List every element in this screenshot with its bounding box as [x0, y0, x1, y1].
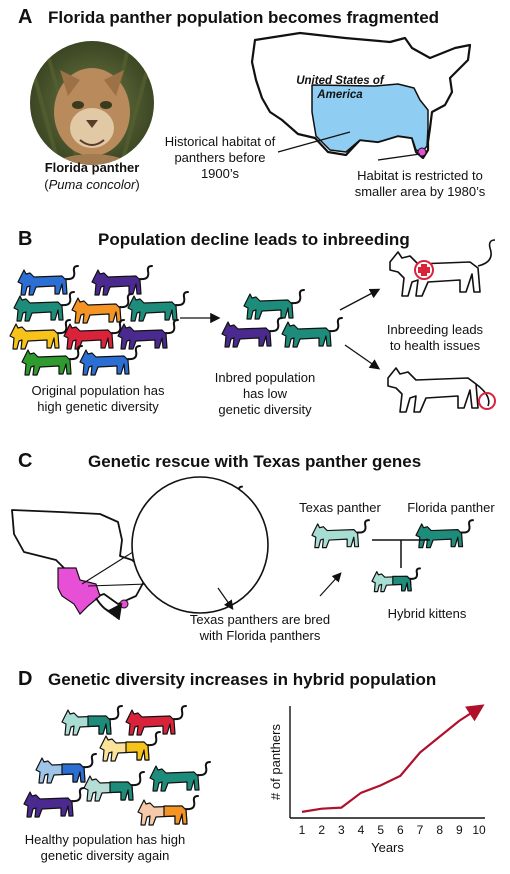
- photo-caption-species-italic: Puma concolor: [48, 177, 136, 192]
- panel-d-title: Genetic diversity increases in hybrid po…: [48, 670, 437, 689]
- hybrid-kitten: [371, 567, 422, 593]
- hybrid-panther-4: [35, 753, 97, 784]
- florida-panther: [415, 519, 475, 549]
- x-tick-label: 7: [417, 823, 424, 837]
- inbred-panther-purple: [221, 317, 283, 348]
- panther-orange: [71, 293, 133, 324]
- panther-blue-2: [79, 345, 141, 376]
- panel-c-title: Genetic rescue with Texas panther genes: [88, 452, 422, 471]
- hybrid-panther-6: [149, 761, 211, 792]
- hybrid-panther-3: [99, 731, 161, 762]
- health-issues-label-2: to health issues: [389, 338, 481, 353]
- bred-label-2: with Florida panthers: [199, 628, 321, 643]
- y-axis-label: # of panthers: [268, 724, 283, 800]
- hybrid-panther-2: [125, 705, 187, 736]
- historical-habitat-label-2: panthers before: [174, 150, 266, 165]
- x-tick-label: 1: [299, 823, 306, 837]
- sick-panther-outline-2: [387, 367, 490, 413]
- hybrid-panther-1: [61, 705, 123, 736]
- panther-green: [21, 345, 83, 376]
- x-tick-label: 5: [377, 823, 384, 837]
- x-tick-label: 3: [338, 823, 345, 837]
- florida-panther-label: Florida panther: [407, 500, 495, 515]
- panther-yellow: [9, 319, 71, 350]
- texas-panthers-circle: [131, 476, 269, 614]
- photo-caption-species: (Puma concolor): [44, 177, 140, 192]
- x-tick-label: 8: [436, 823, 443, 837]
- x-tick-label: 6: [397, 823, 404, 837]
- texas-panther: [311, 519, 371, 549]
- healthy-population-label-1: Healthy population has high: [24, 832, 186, 847]
- map-country-label-1: United States of: [296, 75, 384, 87]
- healthy-population-label-2: genetic diversity again: [40, 848, 170, 863]
- panther-purple-2: [117, 319, 179, 350]
- original-population-label-1: Original population has: [31, 383, 165, 398]
- panel-b-letter: B: [18, 228, 33, 250]
- series-line: [301, 704, 485, 813]
- texas-panther-label: Texas panther: [299, 500, 381, 515]
- photo-caption-name: Florida panther: [44, 160, 140, 175]
- inbred-panther-teal-2: [281, 317, 343, 348]
- inbred-population-label-3: genetic diversity: [218, 402, 312, 417]
- bred-label-1: Texas panthers are bred: [189, 612, 331, 627]
- sick-panther-outline-1: [389, 239, 496, 297]
- panther-teal-2: [127, 291, 189, 322]
- panther-blue: [17, 265, 79, 296]
- historical-habitat-label-3: 1900’s: [200, 166, 240, 181]
- inbred-population-label-2: has low: [242, 386, 288, 401]
- panel-b-title: Population decline leads to inbreeding: [98, 230, 410, 249]
- x-tick-label: 9: [456, 823, 463, 837]
- historical-habitat-label-1: Historical habitat of: [164, 134, 276, 149]
- restricted-habitat-label-1: Habitat is restricted to: [357, 168, 483, 183]
- x-tick-label: 10: [472, 823, 486, 837]
- texas-region: [57, 567, 101, 615]
- restricted-habitat-label-2: smaller area by 1980’s: [354, 184, 486, 199]
- panther-red: [63, 319, 125, 350]
- panel-a-title: Florida panther population becomes fragm…: [48, 8, 440, 27]
- panel-a-letter: A: [18, 6, 33, 28]
- map-country-label-2: America: [317, 89, 363, 101]
- panel-d-letter: D: [18, 668, 33, 690]
- hybrid-panther-8: [137, 795, 199, 826]
- hybrid-panther-5: [83, 771, 145, 802]
- panel-c-letter: C: [18, 450, 33, 472]
- panther-teal: [13, 291, 75, 322]
- hybrid-kittens-label: Hybrid kittens: [387, 606, 467, 621]
- x-tick-label: 4: [358, 823, 365, 837]
- health-issues-label-1: Inbreeding leads: [386, 322, 484, 337]
- x-tick-label: 2: [318, 823, 325, 837]
- hybrid-panther-7: [23, 787, 85, 818]
- original-population-label-2: high genetic diversity: [37, 399, 159, 414]
- x-axis-label: Years: [371, 840, 404, 855]
- inbred-population-label-1: Inbred population: [214, 370, 316, 385]
